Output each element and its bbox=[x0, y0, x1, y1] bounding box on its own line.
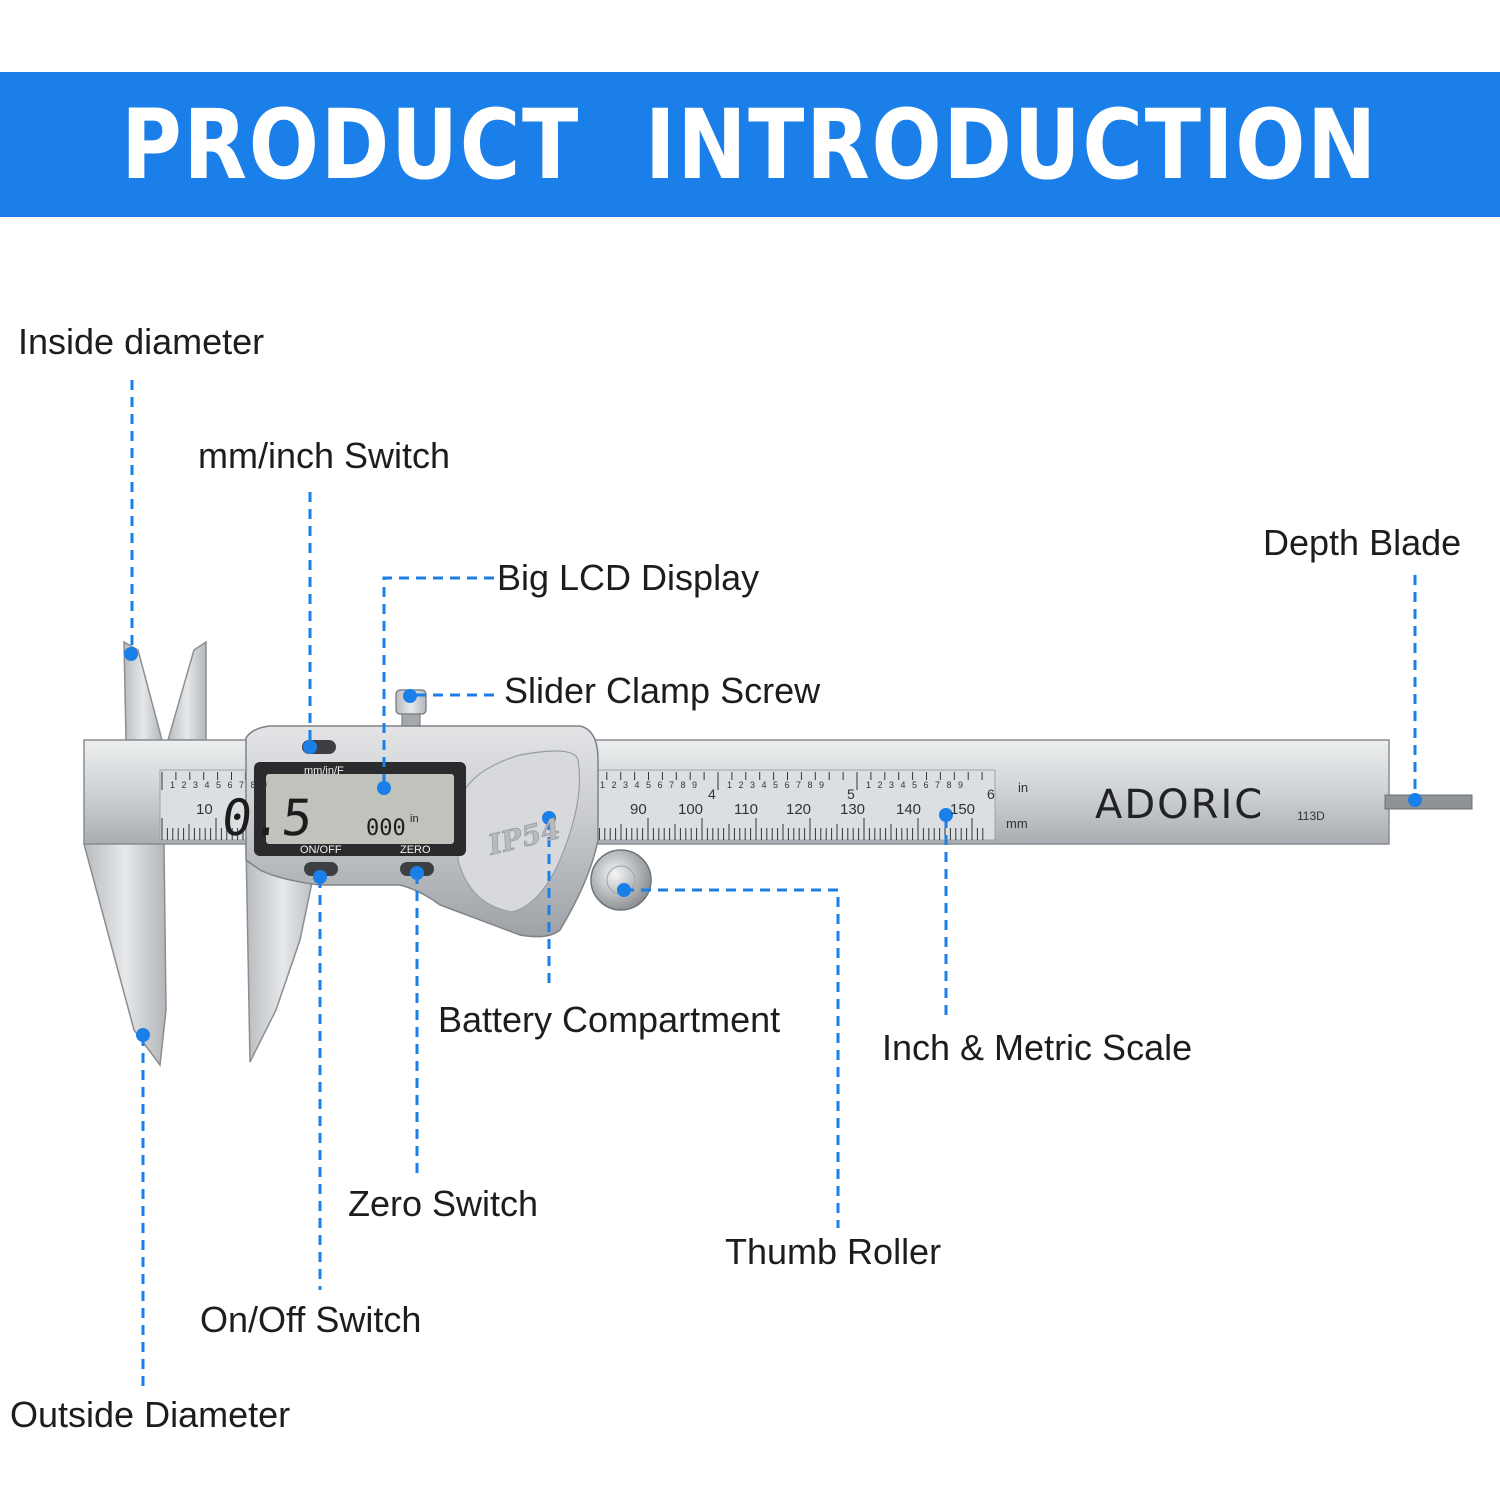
mode-button-label: mm/in/F bbox=[304, 765, 344, 777]
inch-number: 4 bbox=[708, 786, 716, 802]
label-battery-compartment: Battery Compartment bbox=[438, 999, 781, 1040]
on-off-button[interactable] bbox=[304, 862, 338, 876]
brand-logo: ADORIC bbox=[1095, 782, 1264, 828]
inch-scale-numbers: 4 5 6 1 2 3 4 5 6 7 8 9 1 2 3 4 5 6 7 8 9 1 2… bbox=[170, 780, 995, 802]
fixed-outside-jaw bbox=[83, 843, 167, 1067]
unit-mm-label: mm bbox=[1006, 816, 1028, 831]
inch-number: 6 bbox=[987, 786, 995, 802]
inch-subdivision-digits: 1 2 3 4 5 6 7 8 9 bbox=[170, 780, 269, 790]
on-off-button-label: ON/OFF bbox=[300, 844, 342, 856]
inch-subdivision-digits: 1 2 3 4 5 6 7 8 9 bbox=[866, 780, 965, 790]
mm-number: 90 bbox=[630, 801, 647, 818]
unit-in-label: in bbox=[1018, 780, 1028, 795]
inch-number: 5 bbox=[847, 786, 855, 802]
header-banner: PRODUCT INTRODUCTION bbox=[0, 72, 1500, 217]
label-mm-inch-switch: mm/inch Switch bbox=[198, 435, 451, 476]
depth-blade bbox=[1384, 794, 1473, 810]
mm-number: 120 bbox=[786, 801, 811, 818]
leader-lines bbox=[130, 380, 1417, 1392]
label-outside-diameter: Outside Diameter bbox=[10, 1394, 291, 1435]
thumb-roller[interactable] bbox=[590, 849, 652, 911]
page-title: PRODUCT INTRODUCTION bbox=[121, 88, 1379, 201]
ip-rating: IP54 bbox=[484, 812, 564, 862]
mm-number: 150 bbox=[950, 801, 975, 818]
label-zero-switch: Zero Switch bbox=[348, 1183, 539, 1224]
leader-dots bbox=[124, 647, 1422, 1042]
label-big-lcd-display: Big LCD Display bbox=[497, 557, 760, 598]
label-slider-clamp-screw: Slider Clamp Screw bbox=[504, 670, 821, 711]
sliding-inside-jaw bbox=[167, 640, 207, 741]
label-inch-metric-scale: Inch & Metric Scale bbox=[882, 1027, 1193, 1068]
lcd-reading-small: 000 bbox=[366, 816, 406, 841]
lcd-unit: in bbox=[410, 813, 419, 825]
inch-subdivision-digits: 1 2 3 4 5 6 7 8 9 bbox=[600, 780, 699, 790]
mm-scale-numbers: 10 90 100 110 120 130 140 150 bbox=[196, 801, 975, 818]
label-thumb-roller: Thumb Roller bbox=[725, 1231, 942, 1272]
mm-number: 130 bbox=[840, 801, 865, 818]
label-on-off-switch: On/Off Switch bbox=[200, 1299, 422, 1340]
lcd-reading-main: 0.5 bbox=[219, 788, 315, 847]
mm-number: 100 bbox=[678, 801, 703, 818]
inch-subdivision-digits: 1 2 3 4 5 6 7 8 9 bbox=[727, 780, 826, 790]
mm-number: 10 bbox=[196, 801, 213, 818]
model-number: 113D bbox=[1297, 809, 1325, 823]
lcd-screen bbox=[266, 774, 454, 844]
label-inside-diameter: Inside diameter bbox=[18, 321, 265, 362]
label-depth-blade: Depth Blade bbox=[1263, 522, 1462, 563]
mm-number: 140 bbox=[896, 801, 921, 818]
mm-number: 110 bbox=[734, 801, 758, 818]
zero-button-label: ZERO bbox=[400, 844, 431, 856]
